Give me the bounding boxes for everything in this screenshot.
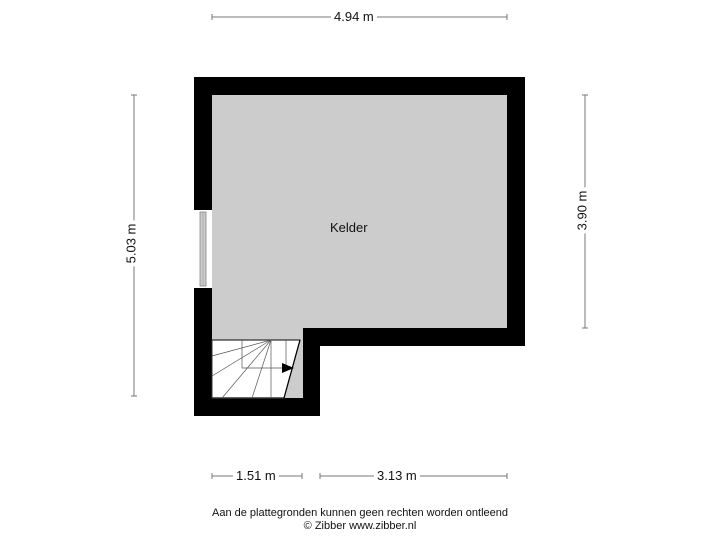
dimension-top-width: 4.94 m <box>331 9 377 24</box>
dimension-bottom-left: 1.51 m <box>233 468 279 483</box>
footer-disclaimer: Aan de plattegronden kunnen geen rechten… <box>211 507 508 519</box>
stair-arrow-icon <box>282 363 294 373</box>
staircase <box>211 339 301 399</box>
floor-area <box>212 95 507 398</box>
dimension-bottom-right: 3.13 m <box>374 468 420 483</box>
dimension-left-height: 5.03 m <box>123 220 139 267</box>
window-left <box>194 210 212 288</box>
dimension-right-height: 3.90 m <box>574 187 590 234</box>
room-label-kelder: Kelder <box>330 220 368 235</box>
footer-copyright: © Zibber www.zibber.nl <box>303 520 417 532</box>
